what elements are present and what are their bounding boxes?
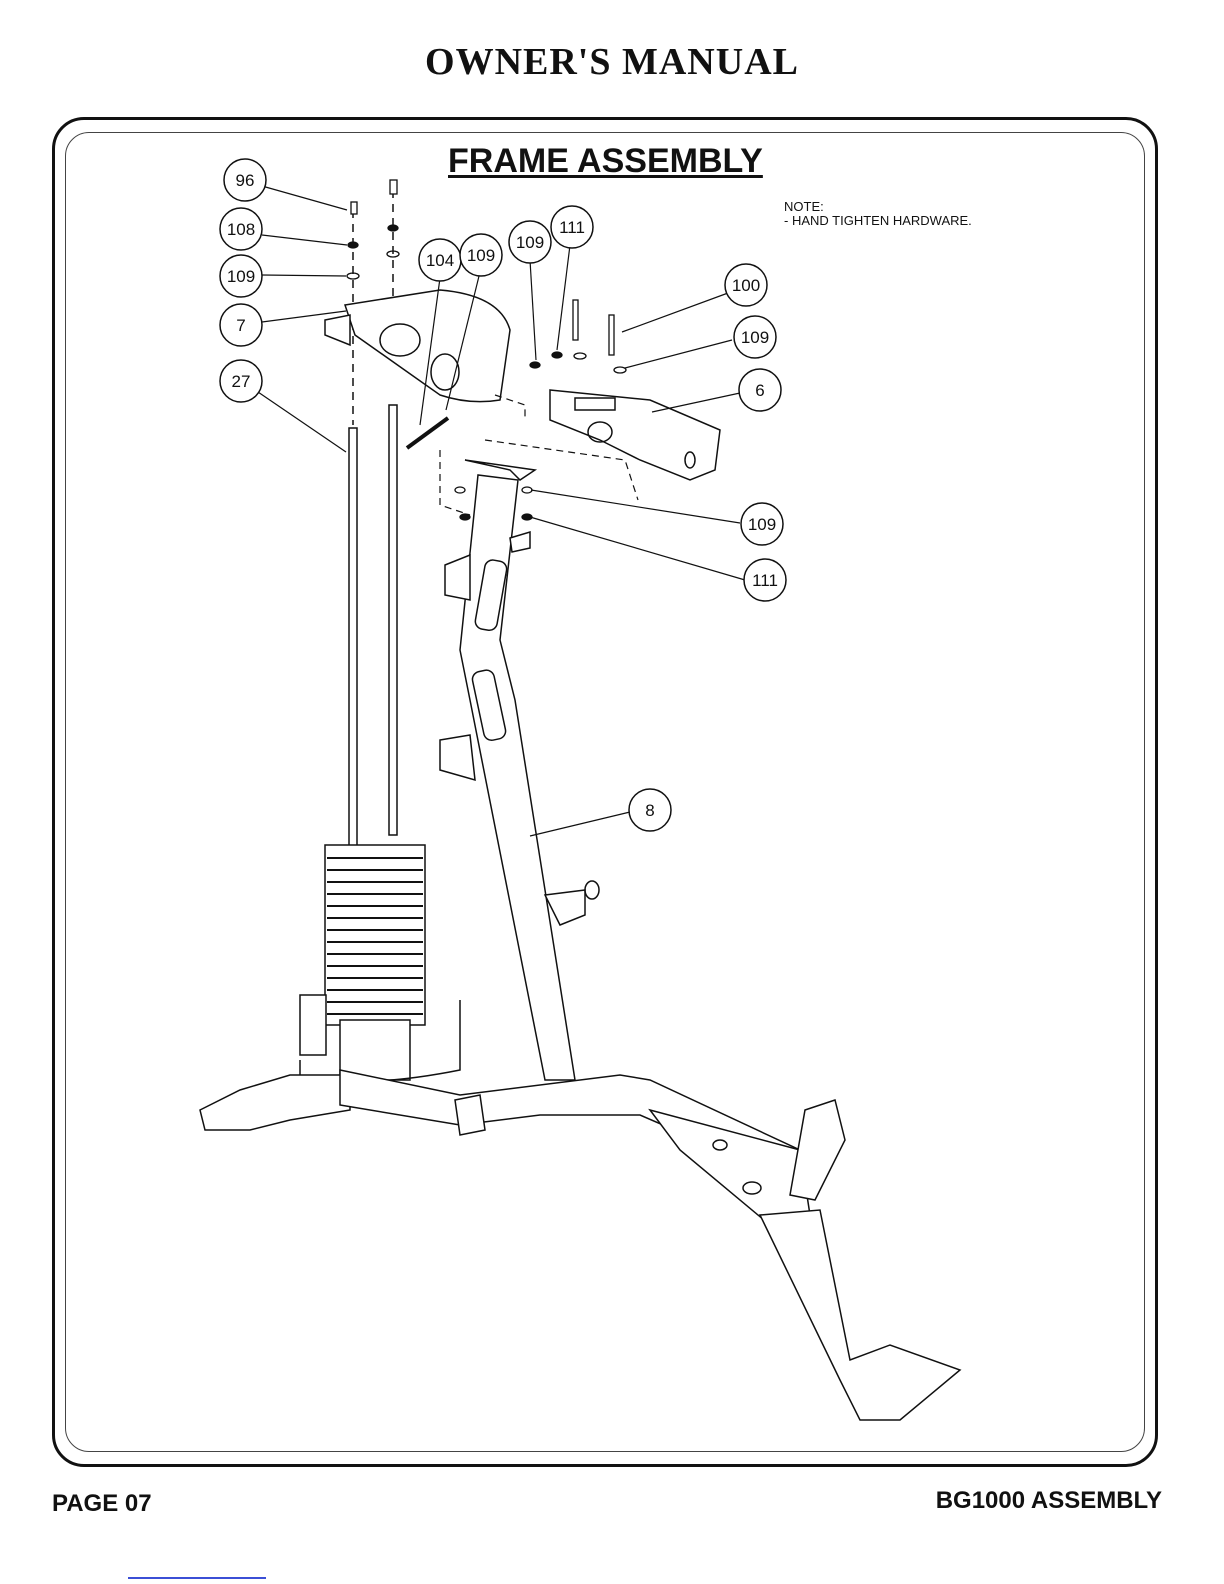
callout-104: 104 — [419, 239, 461, 281]
callout-108: 108 — [220, 208, 262, 250]
callout-27: 27 — [220, 360, 262, 402]
svg-text:7: 7 — [236, 316, 245, 335]
svg-text:100: 100 — [732, 276, 760, 295]
svg-text:104: 104 — [426, 251, 454, 270]
base-frame — [200, 1070, 960, 1420]
callout-7: 7 — [220, 304, 262, 346]
svg-text:109: 109 — [748, 515, 776, 534]
callout-96: 96 — [224, 159, 266, 201]
link-underline[interactable] — [128, 1577, 266, 1579]
svg-text:109: 109 — [227, 267, 255, 286]
callout-109c: 109 — [509, 221, 551, 263]
callout-6: 6 — [739, 369, 781, 411]
callout-111b: 111 — [744, 559, 786, 601]
callout-109e: 109 — [741, 503, 783, 545]
callout-8: 8 — [629, 789, 671, 831]
callout-109: 109 — [220, 255, 262, 297]
callout-109b: 109 — [460, 234, 502, 276]
svg-text:111: 111 — [559, 218, 585, 237]
main-upright-part-8 — [440, 460, 599, 1080]
page-number: PAGE 07 — [52, 1490, 152, 1518]
svg-text:108: 108 — [227, 220, 255, 239]
svg-text:111: 111 — [752, 571, 778, 590]
arm-bracket-part-6 — [550, 390, 720, 480]
svg-text:109: 109 — [467, 246, 495, 265]
svg-text:109: 109 — [741, 328, 769, 347]
section-title: BG1000 ASSEMBLY — [936, 1487, 1162, 1515]
svg-text:109: 109 — [516, 233, 544, 252]
callout-111: 111 — [551, 206, 593, 248]
callout-109d: 109 — [734, 316, 776, 358]
callout-100: 100 — [725, 264, 767, 306]
guide-rods — [349, 190, 397, 848]
svg-text:6: 6 — [755, 381, 764, 400]
svg-text:8: 8 — [645, 801, 654, 820]
weight-stack — [300, 845, 460, 1081]
svg-text:96: 96 — [236, 171, 255, 190]
svg-text:27: 27 — [232, 372, 251, 391]
